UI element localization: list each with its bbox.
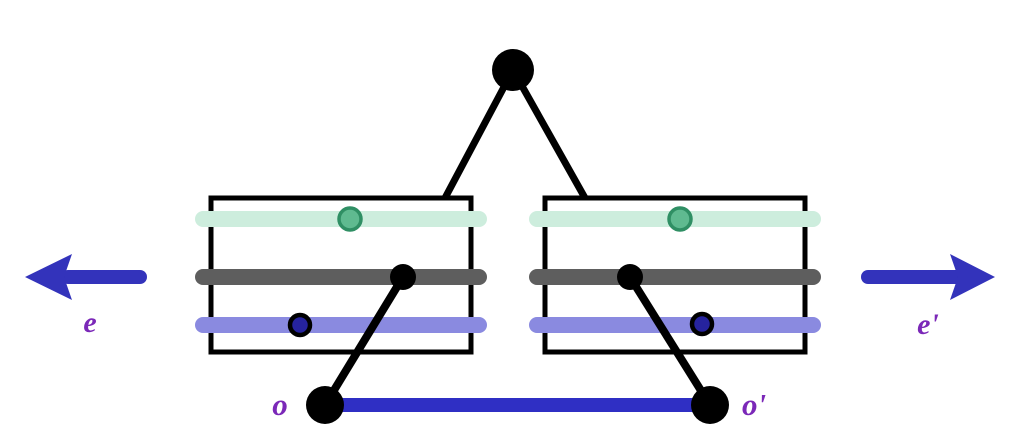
right-direction-arrow: [861, 254, 995, 300]
left-direction-arrow: [25, 254, 147, 300]
right-frame: [529, 195, 821, 355]
left-origin-label: o: [272, 387, 288, 422]
left-origin-node: [306, 386, 344, 424]
right-frame-blue-marker: [689, 311, 715, 337]
left-frame: [195, 195, 487, 355]
apex-to-right-frame-line: [509, 68, 589, 200]
right-frame-green-marker: [667, 206, 693, 232]
right-origin-label: o': [742, 387, 766, 422]
right-arrow-head: [950, 254, 995, 300]
left-arrow-label: e: [83, 306, 96, 339]
right-event-node: [617, 264, 643, 290]
right-arrow-label: e': [917, 308, 939, 341]
left-worldline: [321, 274, 407, 408]
apex-to-left-frame-line: [441, 68, 517, 200]
left-event-node: [390, 264, 416, 290]
left-frame-blue-marker: [287, 312, 313, 338]
right-origin-node: [691, 386, 729, 424]
left-arrow-head: [25, 254, 72, 300]
right-worldline: [626, 274, 714, 408]
left-frame-green-marker: [337, 206, 363, 232]
apex-node: [492, 49, 534, 91]
